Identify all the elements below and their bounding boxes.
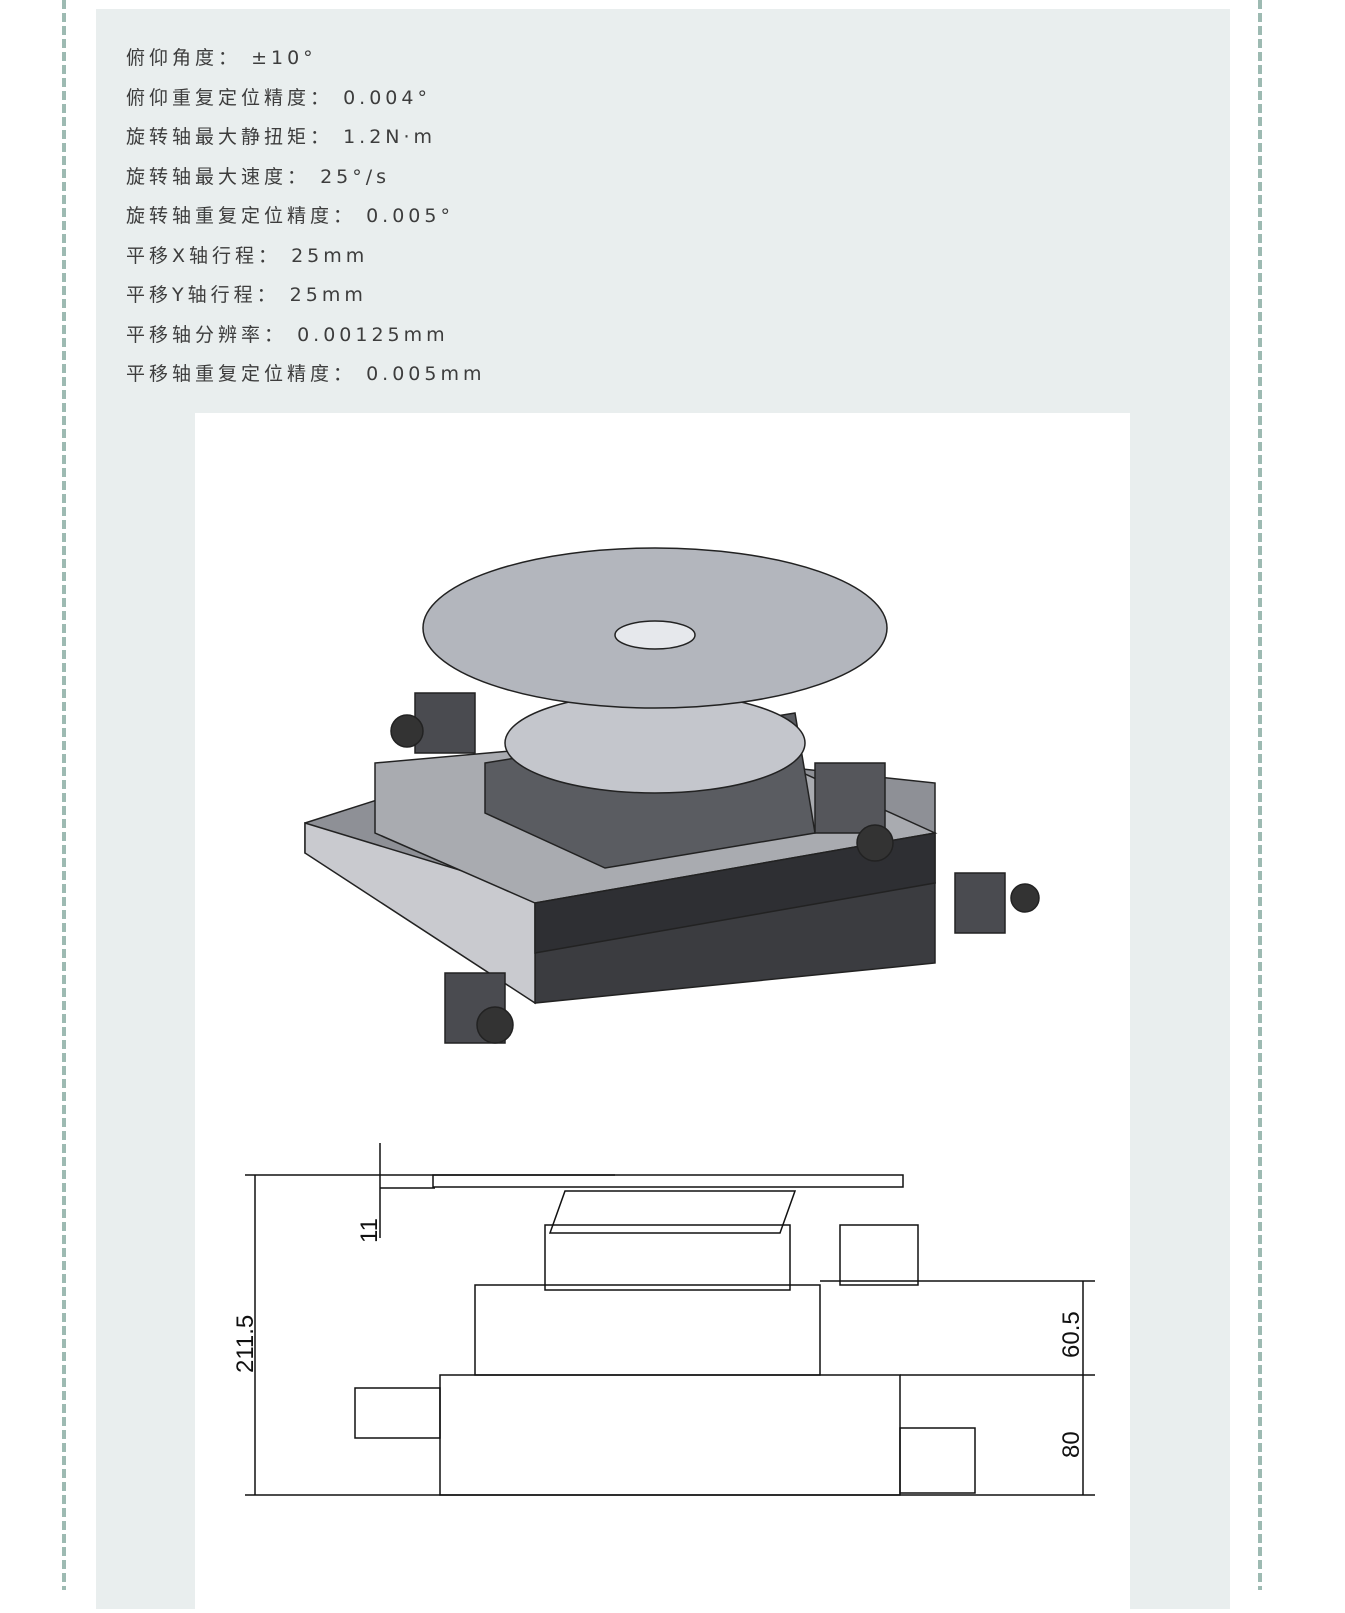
spec-item: 俯仰角度： ±10° xyxy=(126,43,485,83)
spec-list: 俯仰角度： ±10°俯仰重复定位精度： 0.004°旋转轴最大静扭矩： 1.2N… xyxy=(126,43,485,399)
spec-item: 旋转轴最大静扭矩： 1.2N·m xyxy=(126,122,485,162)
dimension-label-total-height: 211.5 xyxy=(232,1315,259,1373)
spec-value: 0.00125mm xyxy=(297,323,449,346)
spec-value: 0.005° xyxy=(366,205,454,227)
spec-separator: ： xyxy=(218,47,252,69)
dimension-label-top-plate: 11 xyxy=(356,1218,383,1243)
spec-separator: ： xyxy=(333,205,367,227)
spec-label: 旋转轴最大速度 xyxy=(126,165,288,188)
product-figure: 11 211.5 60.5 80 xyxy=(195,413,1130,1613)
dimension-drawing: 11 211.5 60.5 80 xyxy=(232,1143,1095,1496)
spec-separator: ： xyxy=(264,323,298,346)
spec-separator: ： xyxy=(256,284,290,306)
spec-value: 25mm xyxy=(289,284,367,306)
spec-label: 俯仰角度 xyxy=(126,47,219,69)
spec-item: 平移Y轴行程： 25mm xyxy=(126,280,485,320)
spec-item: 旋转轴重复定位精度： 0.005° xyxy=(126,201,485,241)
spec-value: 0.004° xyxy=(343,86,431,109)
spec-separator: ： xyxy=(310,86,344,109)
spec-label: 旋转轴重复定位精度 xyxy=(126,205,334,227)
spec-item: 平移轴分辨率： 0.00125mm xyxy=(126,320,485,360)
spec-separator: ： xyxy=(287,165,321,188)
spec-label: 平移轴分辨率 xyxy=(126,323,265,346)
left-dashed-border xyxy=(62,0,66,1590)
stage-3d-render xyxy=(304,547,1040,1044)
spec-item: 俯仰重复定位精度： 0.004° xyxy=(126,83,485,123)
dimension-label-base: 80 xyxy=(1058,1431,1085,1458)
spec-value: 1.2N·m xyxy=(343,126,437,148)
spec-separator: ： xyxy=(333,363,367,385)
spec-item: 平移X轴行程： 25mm xyxy=(126,241,485,281)
spec-value: 25°/s xyxy=(320,165,391,188)
spec-separator: ： xyxy=(310,126,344,148)
spec-value: 25mm xyxy=(291,244,369,267)
dimension-label-middle: 60.5 xyxy=(1058,1311,1085,1358)
spec-label: 平移X轴行程 xyxy=(126,244,259,267)
spec-label: 平移轴重复定位精度 xyxy=(126,363,334,385)
spec-label: 俯仰重复定位精度 xyxy=(126,86,311,109)
spec-separator: ： xyxy=(258,244,292,267)
spec-value: ±10° xyxy=(251,47,317,69)
right-dashed-border xyxy=(1258,0,1262,1590)
spec-value: 0.005mm xyxy=(366,363,486,385)
spec-item: 平移轴重复定位精度： 0.005mm xyxy=(126,359,485,399)
spec-label: 平移Y轴行程 xyxy=(126,284,257,306)
spec-item: 旋转轴最大速度： 25°/s xyxy=(126,162,485,202)
spec-label: 旋转轴最大静扭矩 xyxy=(126,126,311,148)
spec-panel: 俯仰角度： ±10°俯仰重复定位精度： 0.004°旋转轴最大静扭矩： 1.2N… xyxy=(96,9,1230,1613)
